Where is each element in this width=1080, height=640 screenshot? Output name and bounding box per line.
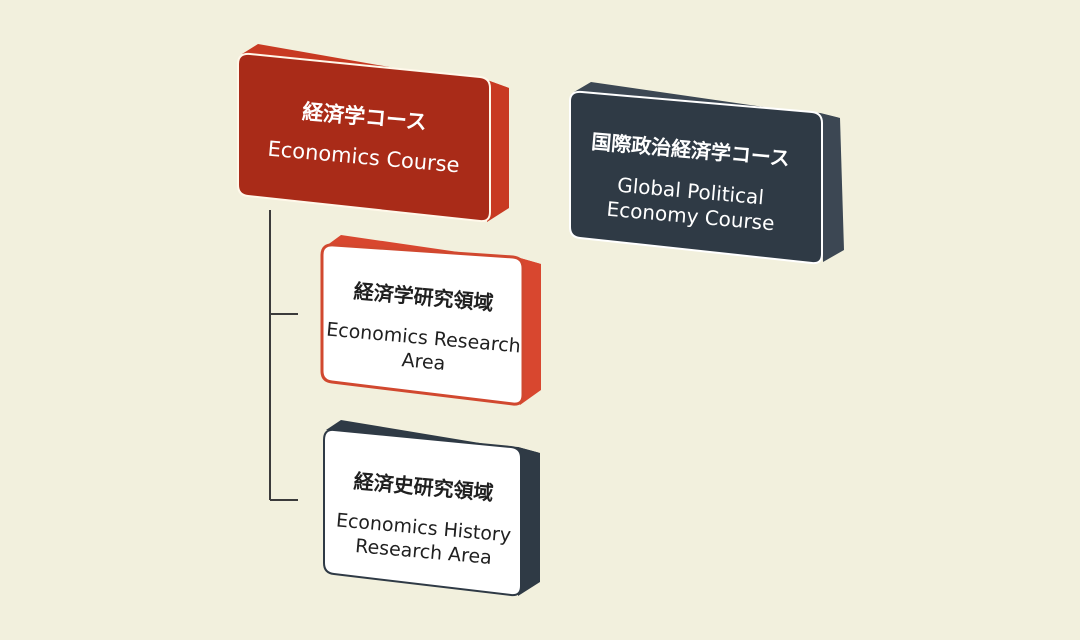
global-course-face (569, 90, 823, 265)
economics-course-node: 経済学コース Economics Course (237, 44, 509, 223)
economics-research-area-face (320, 243, 525, 406)
economics-history-area-node: 経済史研究領域 Economics History Research Area (323, 420, 540, 597)
economics-history-area-top (326, 420, 540, 453)
economics-history-area-face (323, 428, 522, 597)
economics-research-area-node: 経済学研究領域 Economics Research Area (320, 235, 541, 406)
economics-history-area-side (518, 447, 540, 596)
tree-connector (269, 210, 298, 501)
economics-course-face (237, 52, 491, 223)
global-course-side (820, 113, 844, 262)
economics-course-side (487, 80, 509, 222)
economics-research-area-top (326, 235, 541, 264)
global-course-node: 国際政治経済学コース Global Political Economy Cour… (569, 82, 844, 265)
economics-research-area-side (520, 258, 541, 405)
economics-research-area-title-en-line2: Area (401, 349, 446, 375)
